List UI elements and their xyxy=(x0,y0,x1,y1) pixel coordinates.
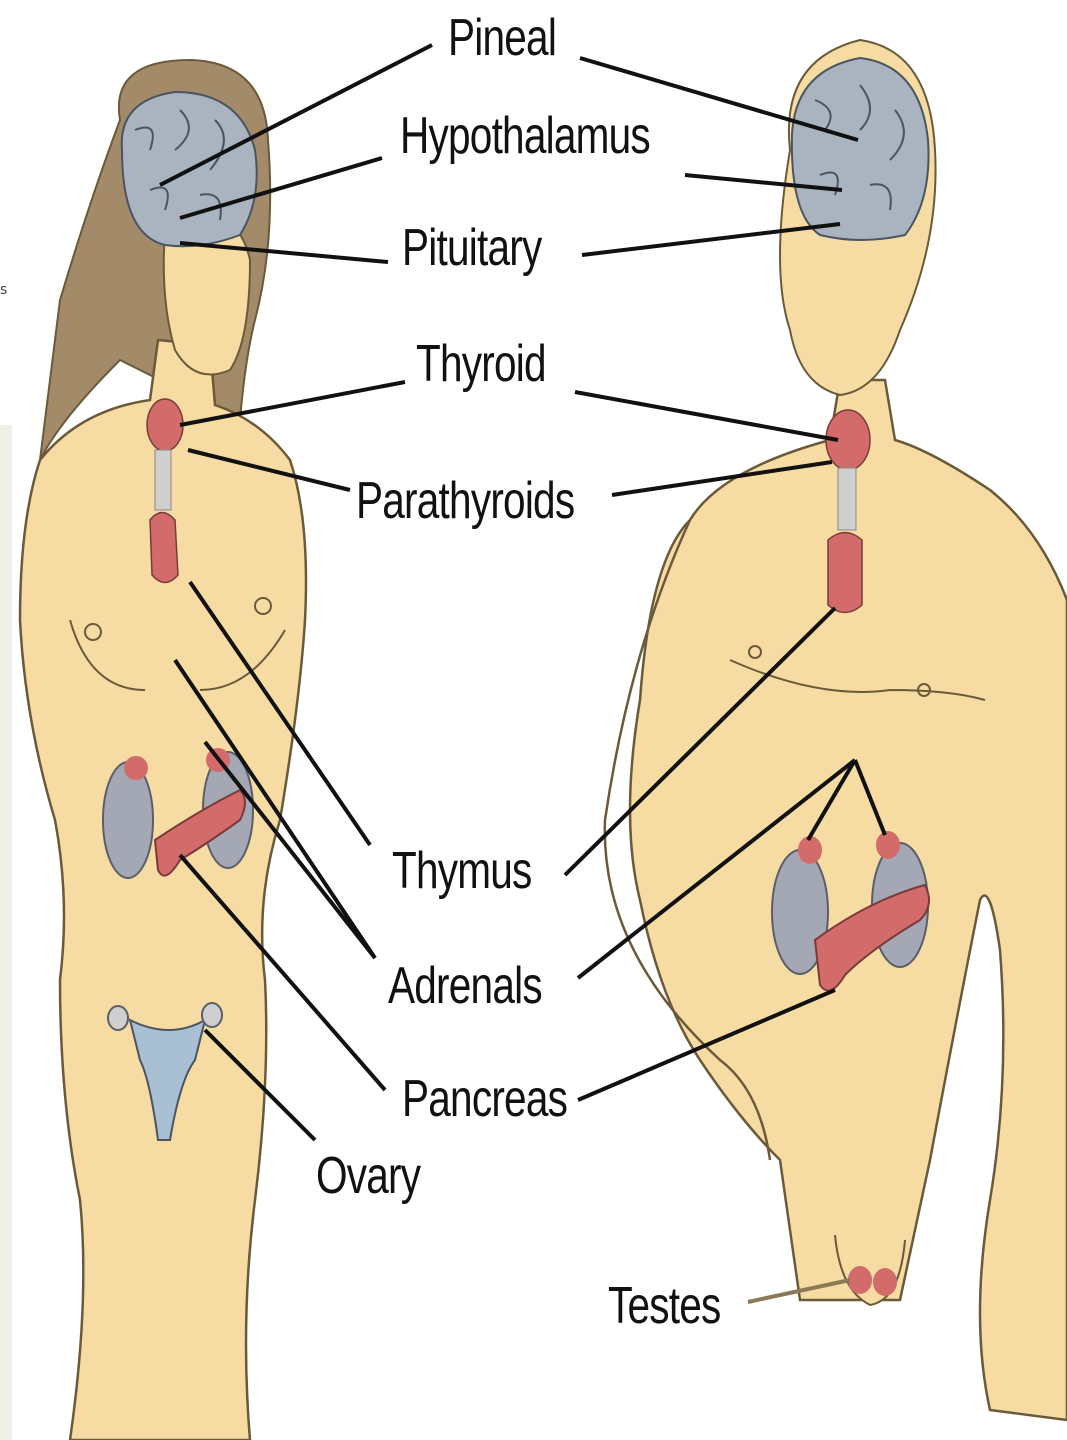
male-adrenal-right xyxy=(876,831,900,859)
label-ovary: Ovary xyxy=(316,1150,420,1202)
female-adrenal-left xyxy=(124,756,148,780)
label-thymus: Thymus xyxy=(392,845,532,897)
label-pituitary: Pituitary xyxy=(402,222,541,274)
label-parathyroids: Parathyroids xyxy=(356,475,574,527)
male-testis-right xyxy=(873,1268,897,1296)
label-testes: Testes xyxy=(608,1280,721,1332)
female-thyroid xyxy=(147,399,183,451)
female-ovary-left xyxy=(108,1006,128,1030)
female-ovary-right xyxy=(202,1003,222,1027)
male-thymus xyxy=(828,533,862,613)
male-testis-left xyxy=(848,1266,872,1294)
female-kidney-left xyxy=(103,762,153,878)
label-thyroid: Thyroid xyxy=(416,338,546,390)
female-figure xyxy=(20,60,306,1440)
label-pancreas: Pancreas xyxy=(402,1073,567,1125)
male-figure xyxy=(605,40,1067,1420)
label-hypothalamus: Hypothalamus xyxy=(400,110,650,162)
female-trachea xyxy=(155,450,171,510)
label-adrenals: Adrenals xyxy=(388,960,542,1012)
male-trachea xyxy=(838,468,856,530)
label-pineal: Pineal xyxy=(448,12,556,64)
female-thymus xyxy=(150,513,178,583)
leader-thyroid-male xyxy=(575,392,838,440)
